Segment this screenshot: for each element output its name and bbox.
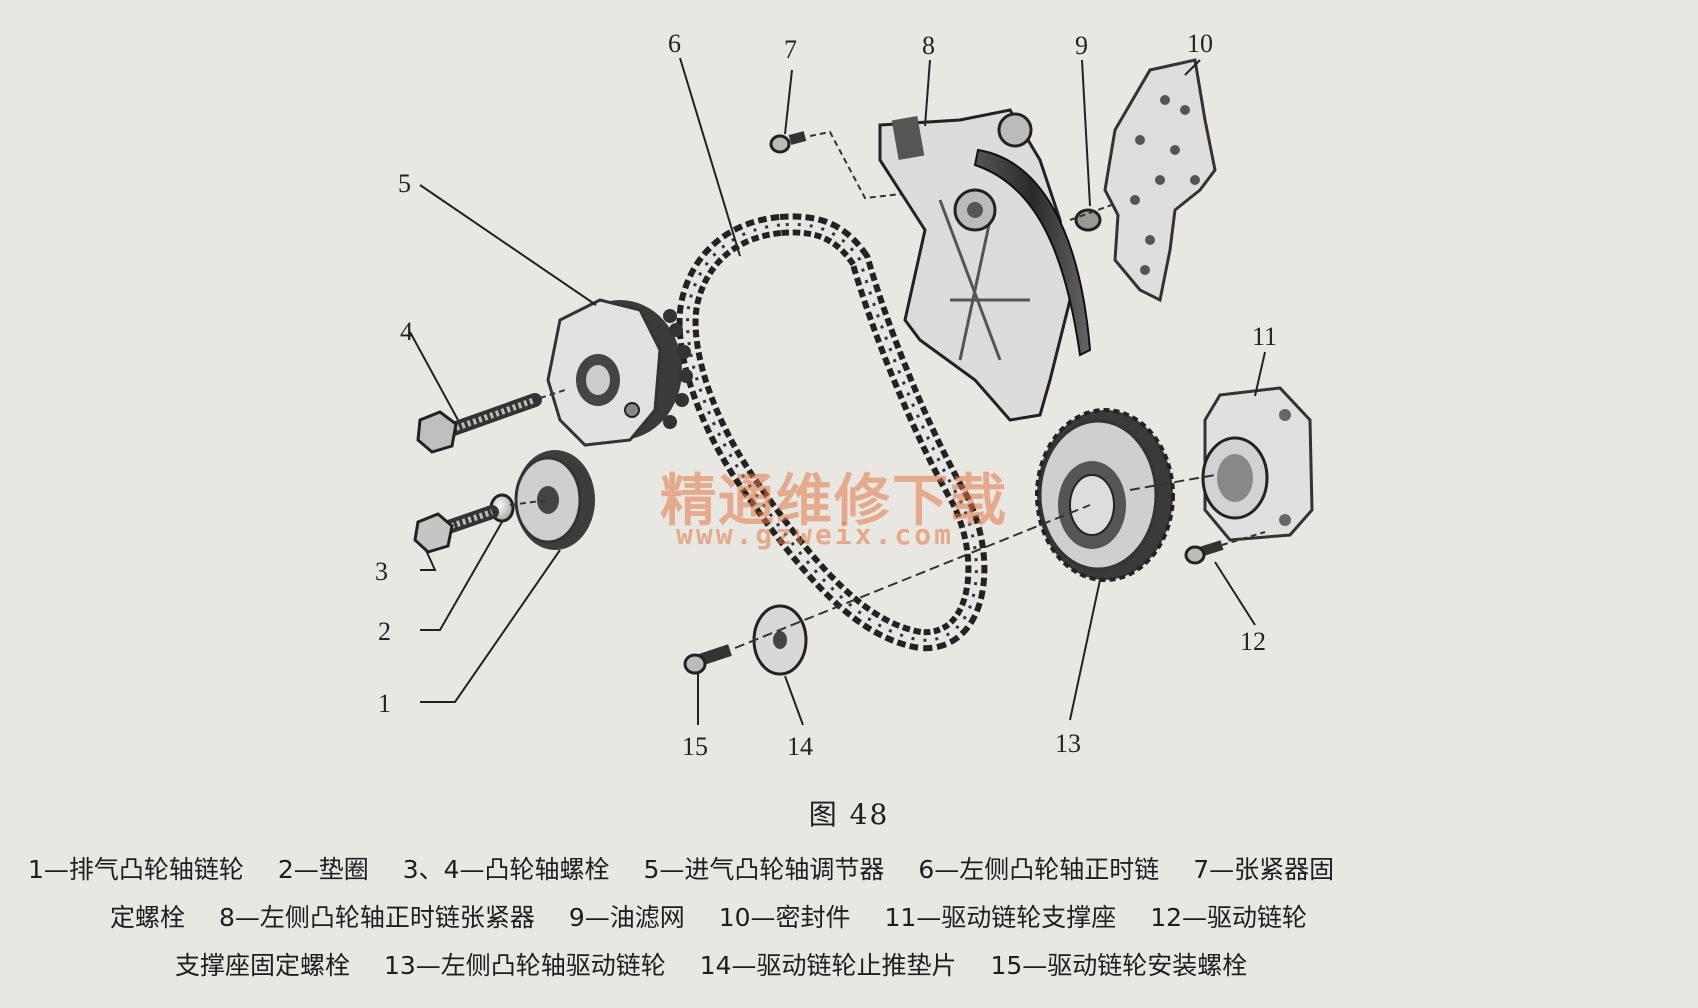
legend-item: 13—左侧凸轮轴驱动链轮 <box>383 951 666 980</box>
legend-item: 定螺栓 <box>110 903 186 932</box>
legend-line-3: 支撑座固定螺栓 13—左侧凸轮轴驱动链轮 14—驱动链轮止推垫片 15—驱动链轮… <box>20 942 1680 990</box>
callout-2: 2 <box>378 617 391 646</box>
mounting-bolt <box>683 644 732 675</box>
legend-item: 8—左侧凸轮轴正时链张紧器 <box>218 903 535 932</box>
legend-item: 12—驱动链轮 <box>1150 903 1308 932</box>
callout-7: 7 <box>784 35 797 64</box>
callout-8: 8 <box>922 31 935 60</box>
callout-numbers: 1 2 3 4 5 6 7 8 9 10 11 12 13 14 15 <box>375 29 1277 761</box>
thrust-washer <box>752 604 808 676</box>
legend-caption: 1—排气凸轮轴链轮 2—垫圈 3、4—凸轮轴螺栓 5—进气凸轮轴调节器 6—左侧… <box>20 846 1680 990</box>
legend-item: 支撑座固定螺栓 <box>175 951 351 980</box>
camshaft-bolt-long <box>416 389 566 454</box>
legend-item: 6—左侧凸轮轴正时链 <box>918 855 1160 884</box>
callout-3: 3 <box>375 557 388 586</box>
support-fixing-bolt <box>1184 531 1266 565</box>
callout-11: 11 <box>1252 322 1277 351</box>
callout-10: 10 <box>1187 29 1213 58</box>
camshaft-bolt-short <box>413 505 499 554</box>
legend-item: 5—进气凸轮轴调节器 <box>643 855 885 884</box>
timing-chain <box>676 213 988 652</box>
callout-13: 13 <box>1055 729 1081 758</box>
figure-title: 图 48 <box>808 798 890 831</box>
legend-item: 1—排气凸轮轴链轮 <box>28 855 244 884</box>
assembly-axes <box>509 474 1216 649</box>
tensioner-bolt <box>769 130 921 200</box>
legend-line-1: 1—排气凸轮轴链轮 2—垫圈 3、4—凸轮轴螺栓 5—进气凸轮轴调节器 6—左侧… <box>20 846 1680 894</box>
chain-tensioner <box>878 108 1092 422</box>
legend-item: 2—垫圈 <box>277 855 369 884</box>
callout-14: 14 <box>787 732 813 761</box>
callout-9: 9 <box>1075 31 1088 60</box>
legend-line-2: 定螺栓 8—左侧凸轮轴正时链张紧器 9—油滤网 10—密封件 11—驱动链轮支撑… <box>20 894 1680 942</box>
callout-6: 6 <box>668 29 681 58</box>
legend-item: 9—油滤网 <box>568 903 685 932</box>
callout-12: 12 <box>1240 627 1266 656</box>
legend-item: 14—驱动链轮止推垫片 <box>699 951 957 980</box>
legend-item: 3、4—凸轮轴螺栓 <box>402 855 610 884</box>
drive-sprocket-support <box>1201 386 1314 542</box>
watermark-text: 精通维修下载 <box>660 469 1008 534</box>
watermark-url: www.gzweix.com <box>676 518 955 551</box>
leader-lines <box>409 57 1266 726</box>
callout-1: 1 <box>378 689 391 718</box>
callout-4: 4 <box>400 317 413 346</box>
legend-item: 15—驱动链轮安装螺栓 <box>990 951 1248 980</box>
legend-item: 7—张紧器固 <box>1193 855 1335 884</box>
exploded-view-diagram: 1 2 3 4 5 6 7 8 9 10 11 12 13 14 15 <box>375 29 1314 761</box>
seal-gasket <box>1103 58 1217 303</box>
exhaust-cam-sprocket <box>514 450 595 550</box>
intake-cam-adjuster <box>546 298 693 447</box>
legend-item: 11—驱动链轮支撑座 <box>884 903 1117 932</box>
callout-5: 5 <box>398 169 411 198</box>
legend-item: 10—密封件 <box>718 903 851 932</box>
drive-sprocket <box>1035 408 1175 582</box>
callout-15: 15 <box>682 732 708 761</box>
